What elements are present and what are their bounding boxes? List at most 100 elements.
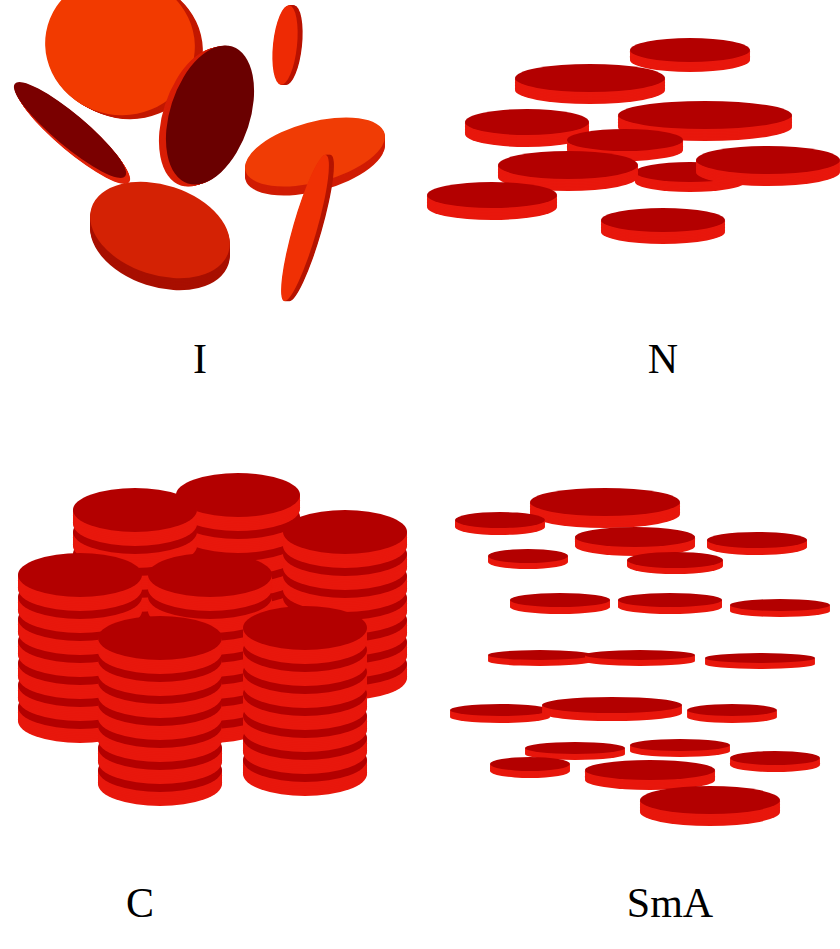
disc [696, 146, 840, 186]
disc [243, 606, 367, 664]
disc-rim [585, 651, 695, 661]
disc-rim [730, 752, 820, 766]
disc-face [450, 704, 550, 716]
disc [450, 704, 550, 723]
disc [687, 704, 777, 723]
disc-face [283, 510, 407, 554]
disc [730, 751, 820, 772]
disc-rim [488, 550, 568, 564]
disc-rim [450, 705, 550, 717]
disc [585, 650, 695, 666]
disc-face [585, 650, 695, 660]
disc [640, 786, 780, 826]
disc-face [601, 208, 725, 232]
disc [269, 4, 306, 86]
disc-face [618, 101, 792, 129]
disc [455, 512, 545, 535]
disc-face [687, 704, 777, 716]
disc-rim [510, 594, 610, 608]
disc-face [730, 599, 830, 611]
disc [488, 549, 568, 569]
disc-face [705, 653, 815, 663]
disc [630, 739, 730, 757]
disc-rim [488, 651, 592, 661]
disc-face [78, 165, 243, 295]
disc-face [575, 527, 695, 547]
disc-face [269, 4, 301, 86]
disc [601, 208, 725, 244]
disc-rim [270, 4, 302, 86]
disc-face [18, 553, 142, 597]
disc-face [627, 552, 723, 568]
disc [585, 760, 715, 790]
disc-face [618, 593, 722, 607]
disc-face [273, 152, 338, 305]
disc-face [148, 553, 272, 597]
disc-face [567, 129, 683, 151]
disc-rim [5, 72, 136, 189]
disc-rim [273, 152, 338, 305]
disc-rim [618, 594, 722, 608]
disc-face [630, 38, 750, 62]
disc [618, 593, 722, 614]
disc [490, 757, 570, 778]
disc [630, 38, 750, 72]
disc-face [542, 697, 682, 713]
disc [5, 71, 140, 194]
disc [705, 653, 815, 669]
disc [148, 553, 272, 611]
disc-rim [542, 698, 682, 714]
disc-face [488, 650, 592, 660]
disc [730, 599, 830, 617]
disc-rim [630, 740, 730, 752]
disc-face [530, 488, 680, 516]
disc-face [465, 109, 589, 135]
disc [575, 527, 695, 556]
disc-face [455, 512, 545, 528]
phase-label: I [193, 338, 207, 380]
disc [18, 553, 142, 611]
disc-rim [627, 553, 723, 569]
disc-face [585, 760, 715, 780]
disc-face [696, 146, 840, 174]
disc-rim [455, 513, 545, 529]
disc-rim [730, 600, 830, 612]
disc [510, 593, 610, 614]
disc [530, 488, 680, 528]
disc [98, 616, 222, 674]
disc [73, 488, 197, 546]
disc [143, 34, 271, 198]
disc-face [515, 64, 665, 92]
disc-face [525, 742, 625, 754]
disc-face [243, 606, 367, 650]
disc-face [5, 71, 136, 188]
disc-face [490, 757, 570, 771]
disc-face [707, 532, 807, 548]
disc-face [427, 182, 557, 208]
phase-label: SmA [627, 882, 713, 924]
disc [707, 532, 807, 555]
disc-face [730, 751, 820, 765]
disc-face [73, 488, 197, 532]
disc-face [510, 593, 610, 607]
disc-rim [490, 758, 570, 772]
disc [273, 152, 343, 305]
disc [78, 165, 243, 307]
disc [627, 552, 723, 574]
disc-rim [687, 705, 777, 717]
disc-rim [525, 743, 625, 755]
disc [515, 64, 665, 104]
disc-rim [705, 654, 815, 664]
disc-face [488, 549, 568, 563]
phase-label: C [126, 882, 154, 924]
phase-label: N [648, 338, 678, 380]
disc-face [630, 739, 730, 751]
disc [488, 650, 592, 666]
disc [283, 510, 407, 568]
disc-face [98, 616, 222, 660]
disc-face [640, 786, 780, 814]
disc-face [498, 151, 638, 179]
disc-rim [707, 533, 807, 549]
disc [542, 697, 682, 721]
